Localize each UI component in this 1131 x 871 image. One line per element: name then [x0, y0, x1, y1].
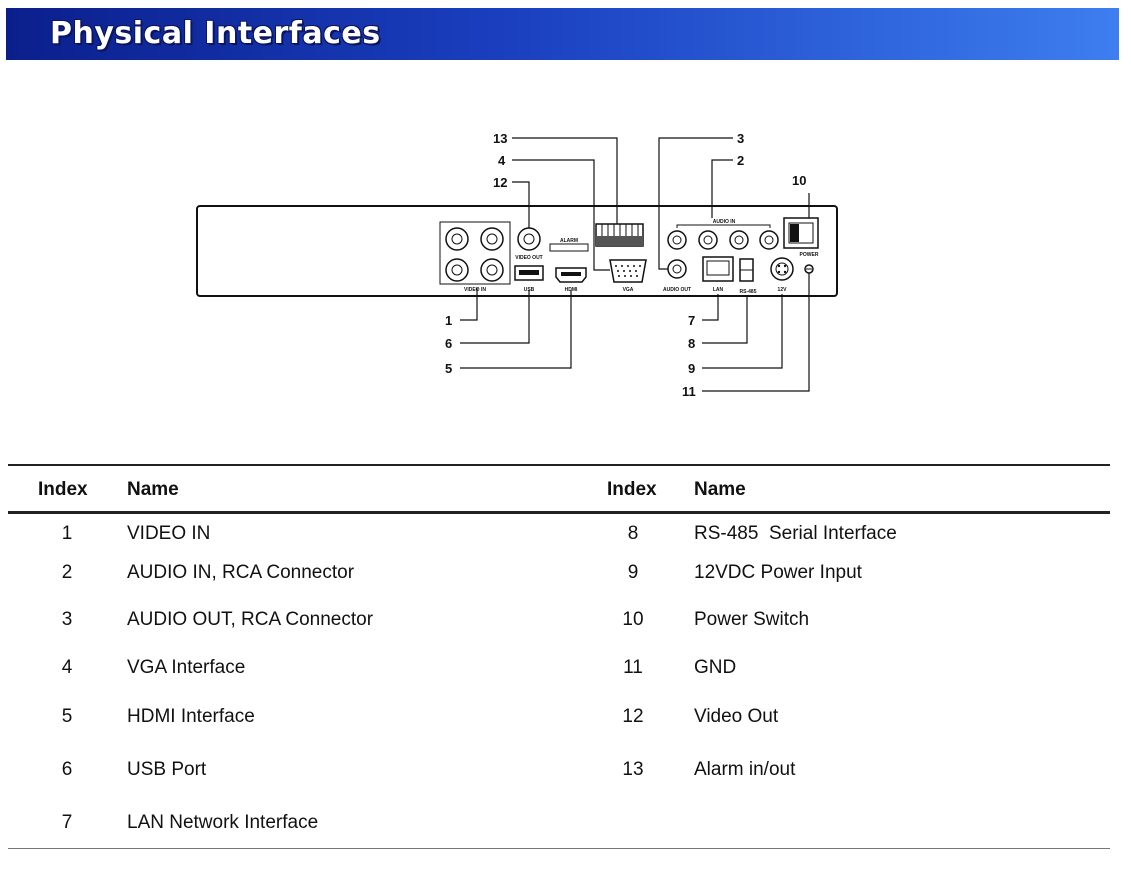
row-index: 3: [61, 609, 73, 630]
row-index: 13: [622, 759, 644, 780]
callout-13: 13: [493, 131, 507, 146]
table-header-rule: [8, 511, 1110, 514]
audio-in-label: AUDIO IN: [713, 219, 736, 225]
table-bottom-rule: [8, 848, 1110, 849]
row-name: LAN Network Interface: [127, 812, 319, 833]
title-banner: Physical Interfaces: [6, 8, 1119, 60]
lan-label: LAN: [713, 287, 724, 293]
row-index: 5: [61, 706, 73, 727]
callout-6: 6: [445, 336, 452, 351]
callout-2: 2: [737, 153, 744, 168]
power-input-jack: [770, 257, 794, 281]
audio-in-rca-group: [667, 230, 779, 250]
row-index: 11: [623, 657, 643, 678]
row-name: HDMI Interface: [127, 706, 255, 727]
callout-7: 7: [688, 313, 695, 328]
header-index-right: Index: [607, 479, 657, 500]
table-top-rule: [8, 464, 1110, 466]
row-index: 12: [622, 706, 644, 727]
row-name: AUDIO OUT, RCA Connector: [127, 609, 374, 630]
row-name: Video Out: [694, 706, 779, 727]
row-index: 1: [61, 523, 73, 544]
row-name: AUDIO IN, RCA Connector: [127, 562, 355, 583]
row-index: 2: [61, 562, 73, 583]
row-name: USB Port: [127, 759, 207, 780]
header-name-left: Name: [127, 479, 179, 500]
callout-1: 1: [445, 313, 452, 328]
alarm-label: ALARM: [560, 238, 578, 244]
video-in-bnc-group: [439, 221, 511, 285]
row-name: VIDEO IN: [127, 523, 211, 544]
callout-3: 3: [737, 131, 744, 146]
row-index: 9: [627, 562, 639, 583]
row-index: 10: [622, 609, 644, 630]
vga-label: VGA: [623, 287, 634, 293]
audio-out-label: AUDIO OUT: [663, 287, 691, 293]
page-title: Physical Interfaces: [50, 16, 381, 51]
row-name: GND: [694, 657, 737, 678]
row-name: Alarm in/out: [694, 759, 796, 780]
rs485-label: RS-485: [740, 289, 757, 295]
callout-12: 12: [493, 175, 507, 190]
interfaces-table: Index Name Index Name 1 VIDEO IN 2 AUDIO…: [8, 464, 1110, 849]
callout-4: 4: [498, 153, 506, 168]
video-in-label: VIDEO IN: [464, 287, 486, 293]
row-index: 4: [61, 657, 73, 678]
row-index: 6: [61, 759, 73, 780]
alarm-terminal-block: [595, 223, 644, 247]
callout-8: 8: [688, 336, 695, 351]
header-index-left: Index: [38, 479, 88, 500]
device-chassis: [196, 205, 838, 297]
power-input-label: 12V: [778, 287, 788, 293]
row-name: Power Switch: [694, 609, 810, 630]
callout-11: 11: [682, 384, 696, 399]
row-name: 12VDC Power Input: [694, 562, 862, 583]
row-name: RS-485 Serial Interface: [694, 523, 897, 544]
row-index: 8: [627, 523, 639, 544]
row-name: VGA Interface: [127, 657, 246, 678]
vga-port: [609, 259, 647, 283]
rear-panel-diagram: VIDEO IN VIDEO OUT USB ALARM HDMI VGA AU…: [196, 131, 838, 399]
row-index: 7: [61, 812, 73, 833]
callout-9: 9: [688, 361, 695, 376]
callout-10: 10: [792, 173, 806, 188]
power-label: POWER: [800, 252, 819, 258]
video-out-label: VIDEO OUT: [515, 255, 543, 261]
header-name-right: Name: [694, 479, 746, 500]
callout-5: 5: [445, 361, 452, 376]
callout-leaders: [460, 137, 810, 392]
